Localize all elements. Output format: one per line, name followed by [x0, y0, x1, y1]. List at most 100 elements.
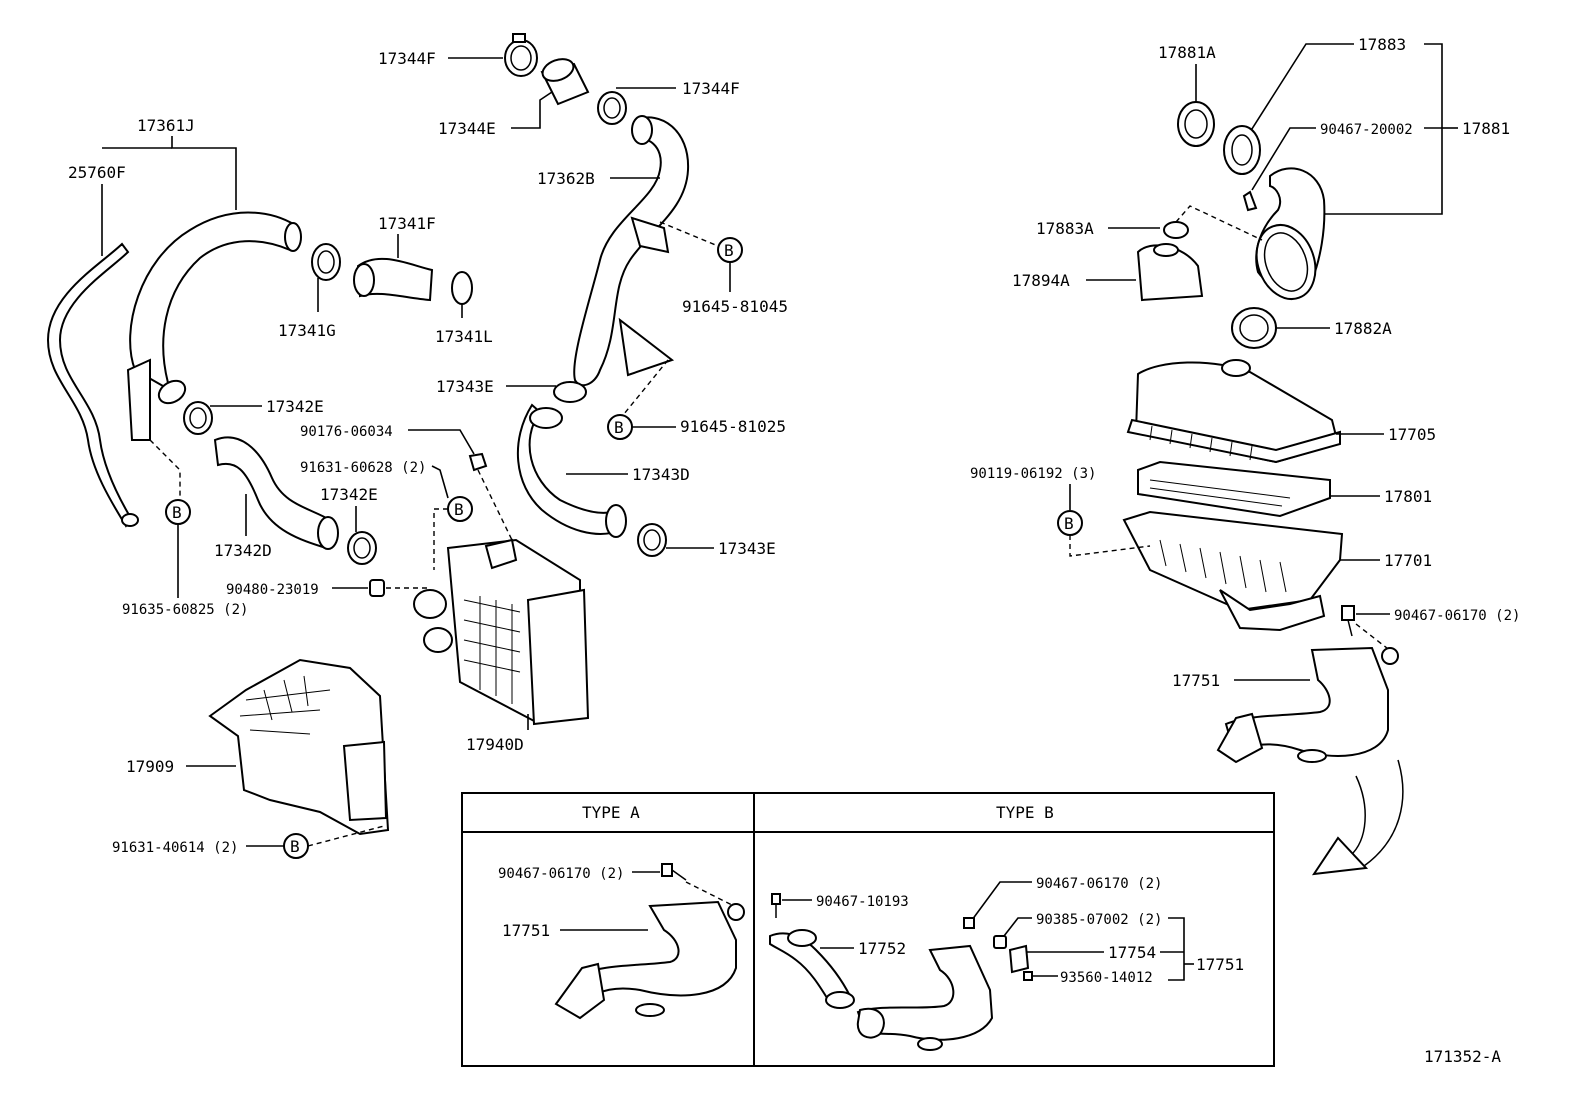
- ref-marker-b-81045: B: [717, 237, 743, 263]
- clamp-17342E-lower: [347, 531, 377, 565]
- figure-id: 171352-A: [1424, 1047, 1501, 1066]
- label-91645-81025: 91645-81025: [680, 417, 786, 436]
- label-type-b-90467-10193: 90467-10193: [816, 894, 909, 910]
- bolt-type-b-93560-14012: [1023, 971, 1033, 981]
- bolt-90467-06170: [1341, 605, 1355, 637]
- resonator-cover-17894A: [1136, 243, 1204, 302]
- label-17343E-lower: 17343E: [718, 539, 776, 558]
- duct-type-b-17752: [769, 929, 855, 1009]
- label-17751-main: 17751: [1172, 671, 1220, 690]
- svg-text:B: B: [290, 837, 300, 856]
- label-17883A: 17883A: [1036, 219, 1094, 238]
- table-header-type-b: TYPE B: [996, 803, 1054, 822]
- label-17909: 17909: [126, 757, 174, 776]
- label-type-b-17751: 17751: [1196, 955, 1244, 974]
- label-91631-40614: 91631-40614 (2): [112, 840, 238, 856]
- clamp-17344F-right: [597, 91, 627, 125]
- label-17882A: 17882A: [1334, 319, 1392, 338]
- label-17344F-right: 17344F: [682, 79, 740, 98]
- label-25760F: 25760F: [68, 163, 126, 182]
- ref-marker-b-60825: B: [165, 499, 191, 525]
- arrow-to-variants: [1311, 759, 1404, 876]
- svg-text:B: B: [614, 418, 624, 437]
- label-91635-60825: 91635-60825 (2): [122, 602, 248, 618]
- ref-marker-b-40614: B: [283, 833, 309, 859]
- clamp-17883A: [1163, 221, 1189, 239]
- label-91645-81045: 91645-81045: [682, 297, 788, 316]
- label-17341F: 17341F: [378, 214, 436, 233]
- label-17883: 17883: [1358, 35, 1406, 54]
- label-17894A: 17894A: [1012, 271, 1070, 290]
- air-cleaner-cap-17705: [1126, 359, 1341, 464]
- label-90467-06170-main: 90467-06170 (2): [1394, 608, 1520, 624]
- variant-table: [461, 792, 1275, 1067]
- label-17801: 17801: [1384, 487, 1432, 506]
- bolt-type-a-90467-06170: [661, 863, 687, 881]
- label-91631-60628: 91631-60628 (2): [300, 460, 426, 476]
- label-90480-23019: 90480-23019: [226, 582, 319, 598]
- label-17341G: 17341G: [278, 321, 336, 340]
- label-type-b-90385-07002: 90385-07002 (2): [1036, 912, 1162, 928]
- clamp-17344F-top: [504, 33, 538, 77]
- svg-text:B: B: [454, 500, 464, 519]
- label-90119-06192: 90119-06192 (3): [970, 466, 1096, 482]
- intercooler-hose-17343D: [516, 403, 627, 538]
- svg-text:B: B: [1064, 514, 1074, 533]
- clamp-17343E-upper: [553, 381, 587, 403]
- air-filter-element-17801: [1137, 460, 1331, 518]
- air-hose-17362B: [573, 115, 690, 387]
- ref-marker-b-60628: B: [447, 496, 473, 522]
- intake-duct-type-a-17751: [554, 900, 745, 1020]
- clamp-17341L: [451, 271, 473, 305]
- clamp-17883: [1223, 125, 1261, 175]
- label-type-b-17754: 17754: [1108, 943, 1156, 962]
- hose-17342D: [213, 436, 339, 550]
- label-type-a-90467-06170: 90467-06170 (2): [498, 866, 624, 882]
- ref-marker-b-81025: B: [607, 414, 633, 440]
- label-90467-20002: 90467-20002: [1320, 122, 1413, 138]
- label-17362B: 17362B: [537, 169, 595, 188]
- intercooler-17940D: [413, 538, 590, 726]
- hose-17341F: [353, 257, 434, 302]
- intake-duct-17751-main: [1216, 646, 1399, 764]
- label-17342E-upper: 17342E: [266, 397, 324, 416]
- label-17940D: 17940D: [466, 735, 524, 754]
- label-17881A: 17881A: [1158, 43, 1216, 62]
- clamp-17341G: [311, 243, 341, 281]
- label-17705: 17705: [1388, 425, 1436, 444]
- air-hose-17881: [1242, 167, 1326, 300]
- air-cleaner-case-17701: [1122, 510, 1344, 632]
- label-17343D: 17343D: [632, 465, 690, 484]
- label-17342D: 17342D: [214, 541, 272, 560]
- label-type-b-90467-06170: 90467-06170 (2): [1036, 876, 1162, 892]
- nut-type-b-90385-07002: [993, 935, 1007, 949]
- label-17881: 17881: [1462, 119, 1510, 138]
- svg-text:B: B: [172, 503, 182, 522]
- svg-text:B: B: [724, 241, 734, 260]
- bracket-type-b-17754: [1008, 944, 1030, 974]
- label-type-b-93560-14012: 93560-14012: [1060, 970, 1153, 986]
- label-90176-06034: 90176-06034: [300, 424, 393, 440]
- table-header-type-a: TYPE A: [582, 803, 640, 822]
- label-17342E-lower: 17342E: [320, 485, 378, 504]
- clamp-17882A: [1231, 307, 1277, 349]
- label-17341L: 17341L: [435, 327, 493, 346]
- grommet-90480-23019: [369, 579, 385, 597]
- nut-90176-06034: [468, 452, 488, 472]
- clamp-17342E-upper: [183, 401, 213, 435]
- intake-duct-type-b-17751: [856, 944, 994, 1051]
- bolt-type-b-90467-10193: [771, 893, 781, 918]
- ref-marker-b-06192: B: [1057, 510, 1083, 536]
- label-type-a-17751: 17751: [502, 921, 550, 940]
- clamp-17881A: [1177, 101, 1215, 147]
- air-duct-17909: [208, 658, 390, 836]
- bolt-type-b-90467-06170: [963, 917, 975, 929]
- label-17344E: 17344E: [438, 119, 496, 138]
- label-type-b-17752: 17752: [858, 939, 906, 958]
- label-17701: 17701: [1384, 551, 1432, 570]
- label-17343E-upper: 17343E: [436, 377, 494, 396]
- label-17344F-top: 17344F: [378, 49, 436, 68]
- label-17361J: 17361J: [137, 116, 195, 135]
- hose-coupling-17344E: [540, 58, 590, 106]
